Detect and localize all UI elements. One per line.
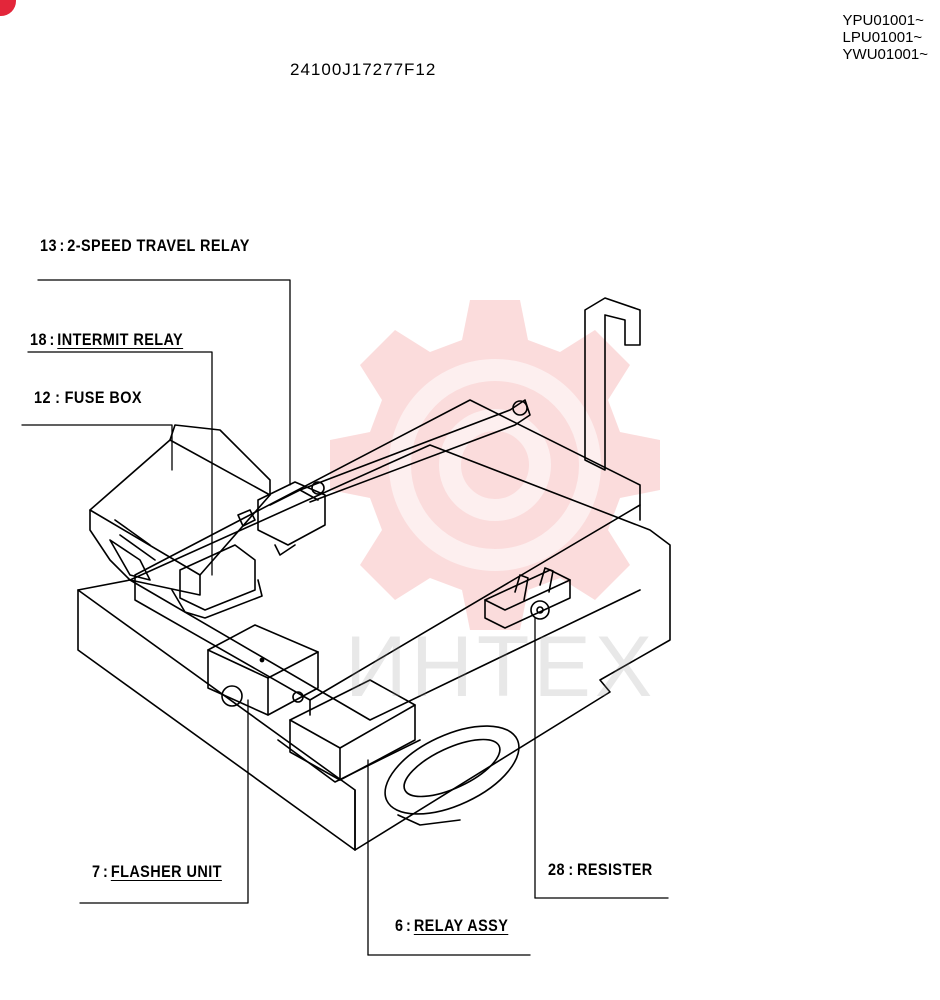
part-name: RELAY ASSY: [413, 916, 509, 935]
hook-bracket: [584, 297, 641, 471]
leader-fuse-box: [21, 424, 173, 471]
label-resister: 28:RESISTER: [548, 860, 653, 880]
part-name: 2-SPEED TRAVEL RELAY: [67, 236, 250, 255]
part-number: 6: [395, 916, 404, 935]
leader-lines: [21, 279, 669, 956]
label-relay-assy: 6:RELAY ASSY: [395, 916, 508, 936]
serial-range: YWU01001~: [842, 46, 928, 63]
serial-range: YPU01001~: [842, 12, 924, 29]
label-intermit-relay: 18:INTERMIT RELAY: [30, 330, 183, 350]
part-number: 7: [92, 862, 101, 881]
handle-loop: [384, 725, 520, 826]
label-fuse-box: 12:FUSE BOX: [34, 388, 142, 408]
part-name: INTERMIT RELAY: [57, 330, 184, 349]
part-number: 18: [30, 330, 47, 349]
part-name: FUSE BOX: [64, 388, 142, 407]
travel-relay: [257, 481, 326, 556]
label-flasher-unit: 7:FLASHER UNIT: [92, 862, 222, 882]
resister: [484, 567, 571, 629]
part-number: 28: [548, 860, 565, 879]
part-name: RESISTER: [576, 860, 653, 879]
part-number: 13: [40, 236, 57, 255]
leader-travel-relay: [37, 279, 291, 486]
document-number: 24100J17277F12: [290, 60, 437, 79]
part-separator: :: [59, 236, 65, 255]
base-tray: [77, 444, 671, 851]
part-separator: :: [55, 388, 61, 407]
flasher-unit: [207, 624, 319, 716]
watermark-gear-icon: [330, 300, 660, 630]
leader-flasher-unit: [79, 699, 249, 904]
leader-intermit-relay: [27, 351, 213, 576]
part-separator: :: [49, 330, 55, 349]
bracket-front-plate: [77, 589, 356, 851]
part-number: 12: [34, 388, 51, 407]
relay-assy: [277, 679, 421, 783]
watermark-text: ИНТЕХ: [345, 619, 657, 715]
serial-range-block: YPU01001~ LPU01001~ YWU01001~: [843, 12, 928, 63]
watermark-target-icon: [389, 359, 601, 571]
part-separator: :: [103, 862, 109, 881]
label-2-speed-travel-relay: 13:2-SPEED TRAVEL RELAY: [40, 236, 250, 256]
part-name: FLASHER UNIT: [110, 862, 222, 881]
intermit-relay: [171, 544, 263, 619]
serial-range: LPU01001~: [842, 29, 923, 46]
part-separator: :: [568, 860, 574, 879]
part-separator: :: [406, 916, 412, 935]
